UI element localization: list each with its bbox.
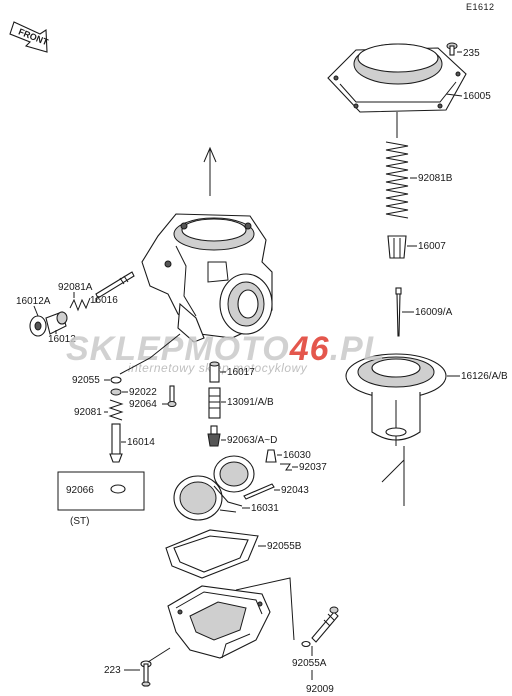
label-16005: 16005: [463, 91, 491, 102]
label-st: (ST): [70, 516, 89, 527]
label-16031: 16031: [251, 503, 279, 514]
label-92037: 92037: [299, 462, 327, 473]
front-arrow-icon: FRONT: [9, 21, 50, 53]
spring-92081A: [69, 297, 91, 312]
label-92055A: 92055A: [292, 658, 327, 669]
gasket-92055B: [165, 529, 259, 579]
label-92043: 92043: [281, 485, 309, 496]
label-92063: 92063/A~D: [227, 435, 277, 446]
clip-92037: [280, 463, 292, 471]
label-16009: 16009/A: [415, 307, 453, 318]
label-16014: 16014: [127, 437, 155, 448]
diaphragm-piston-16126: [345, 353, 447, 446]
label-92081A: 92081A: [58, 282, 93, 293]
label-92081: 92081: [74, 407, 102, 418]
float-valve-16030: [265, 449, 277, 463]
label-16030: 16030: [283, 450, 311, 461]
cap-16012A: [29, 315, 47, 337]
label-92066: 92066: [66, 485, 94, 496]
top-cover-16005: [327, 43, 467, 113]
label-235: 235: [463, 48, 480, 59]
pilot-jet-92063: [207, 425, 221, 447]
screw-92064: [167, 385, 177, 407]
label-16007: 16007: [418, 241, 446, 252]
pin-92043: [243, 483, 275, 500]
spring-92081B: [385, 141, 409, 219]
drain-screw-92009: [311, 606, 339, 643]
main-jet-13091: [208, 387, 221, 419]
plug-16012: [45, 311, 68, 335]
o-ring-92055: [110, 376, 122, 384]
o-ring-92055A: [301, 640, 311, 648]
screw-223: [140, 660, 152, 687]
label-92022: 92022: [129, 387, 157, 398]
needle-jet-16017: [209, 361, 220, 383]
watermark-brand-num: 46: [289, 330, 330, 368]
watermark-brand-mid: MOTO: [184, 330, 289, 368]
label-16016: 16016: [90, 295, 118, 306]
watermark-brand-tld: .PL: [330, 330, 386, 368]
pilot-screw-16016: [95, 271, 135, 299]
spring-92081: [108, 399, 124, 421]
label-16012A: 16012A: [16, 296, 51, 307]
needle-holder-16007: [387, 235, 407, 259]
label-92009: 92009: [306, 684, 334, 695]
float-16031: [173, 455, 255, 521]
carburetor-body: [141, 213, 273, 343]
float-bowl: [167, 585, 271, 659]
screw-235: [446, 42, 458, 56]
watermark: SKLEPMOTO46.PL internetowy sklep motocyk…: [66, 330, 385, 375]
label-92055: 92055: [72, 375, 100, 386]
diagram-code: E1612: [466, 2, 495, 12]
plug-92066: [110, 484, 126, 494]
st-part-box: 92066 (ST): [57, 471, 145, 527]
label-92081B: 92081B: [418, 173, 453, 184]
label-16126: 16126/A/B: [461, 371, 508, 382]
label-13091: 13091/A/B: [227, 397, 274, 408]
washer-92022: [110, 388, 122, 396]
label-92055B: 92055B: [267, 541, 302, 552]
label-223: 223: [104, 665, 121, 676]
label-16012: 16012: [48, 334, 76, 345]
watermark-brand-left: SKLEP: [66, 330, 184, 368]
label-16017: 16017: [227, 367, 255, 378]
svg-text:SKLEPMOTO46.PL: SKLEPMOTO46.PL: [66, 330, 385, 368]
label-92064: 92064: [129, 399, 157, 410]
jet-needle-16009: [395, 287, 402, 337]
plunger-16014: [109, 423, 123, 463]
